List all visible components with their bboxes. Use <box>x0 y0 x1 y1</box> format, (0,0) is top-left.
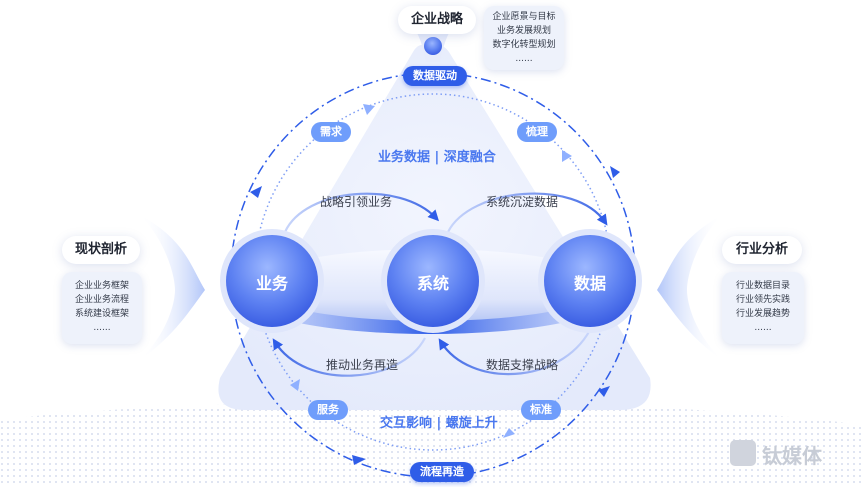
arc-label-data-support: 数据支撑战略 <box>486 358 559 372</box>
top-card-line: 业务发展规划 <box>496 26 551 36</box>
arc-strategy-lead <box>283 192 440 233</box>
left-fan <box>140 215 205 360</box>
orbit-arrow <box>363 104 375 115</box>
top-card-line: ...... <box>515 54 533 64</box>
arc-label-strategy-lead: 战略引领业务 <box>320 195 393 209</box>
left-card-line: 企业业务流程 <box>74 295 129 305</box>
orbit-arrow <box>250 186 262 198</box>
right-card: 行业数据目录 行业领先实践 行业发展趋势 ...... <box>722 272 804 344</box>
watermark-text: 钛媒体 <box>762 444 822 468</box>
orbit-arrow <box>610 166 620 178</box>
watermark-logo-icon <box>730 440 756 466</box>
right-fan <box>657 215 722 360</box>
right-card-line: 行业领先实践 <box>735 295 790 305</box>
left-card: 企业业务框架 企业业务流程 系统建设框架 ...... <box>62 272 142 344</box>
arc-push-business <box>272 337 426 377</box>
pill-demand: 需求 <box>311 122 351 142</box>
left-card-line: ...... <box>93 323 111 333</box>
arc-system-deposit <box>447 192 608 233</box>
top-card-line: 企业愿景与目标 <box>492 12 556 22</box>
node-data <box>544 235 636 327</box>
center-lower-text: 交互影响 | 螺旋上升 <box>380 416 498 431</box>
left-title: 现状剖析 <box>62 236 140 264</box>
top-title: 企业战略 <box>398 6 476 34</box>
right-card-line: ...... <box>754 323 772 333</box>
pill-standard: 标准 <box>521 400 561 420</box>
dot-floor <box>0 401 862 487</box>
pill-process: 流程再造 <box>410 462 474 482</box>
left-card-line: 系统建设框架 <box>74 309 129 319</box>
orbit-arrow <box>562 150 572 162</box>
node-system <box>387 235 479 327</box>
top-card: 企业愿景与目标 业务发展规划 数字化转型规划 ...... <box>484 6 564 70</box>
node-label-system: 系统 <box>416 274 449 293</box>
orbit-arrow <box>352 455 366 465</box>
right-card-line: 行业发展趋势 <box>735 309 790 319</box>
left-card-line: 企业业务框架 <box>74 281 129 291</box>
right-card-line: 行业数据目录 <box>735 281 790 291</box>
top-orb <box>424 37 442 55</box>
arc-label-system-deposit: 系统沉淀数据 <box>486 195 559 209</box>
orbit-arrow <box>598 386 610 397</box>
node-business <box>226 235 318 327</box>
top-card-line: 数字化转型规划 <box>492 40 556 50</box>
pill-sort: 梳理 <box>517 122 557 142</box>
node-label-data: 数据 <box>573 274 606 293</box>
right-title: 行业分析 <box>722 236 802 264</box>
arc-data-support <box>438 329 591 376</box>
arc-label-push-business: 推动业务再造 <box>326 358 399 372</box>
pill-data-driven: 数据驱动 <box>403 66 467 86</box>
orbit-arrow <box>503 428 515 438</box>
node-label-business: 业务 <box>255 274 288 293</box>
pill-service: 服务 <box>308 400 348 420</box>
orbit-arrow <box>290 379 300 391</box>
background-triangle <box>218 44 651 411</box>
center-upper-text: 业务数据 | 深度融合 <box>378 150 496 165</box>
